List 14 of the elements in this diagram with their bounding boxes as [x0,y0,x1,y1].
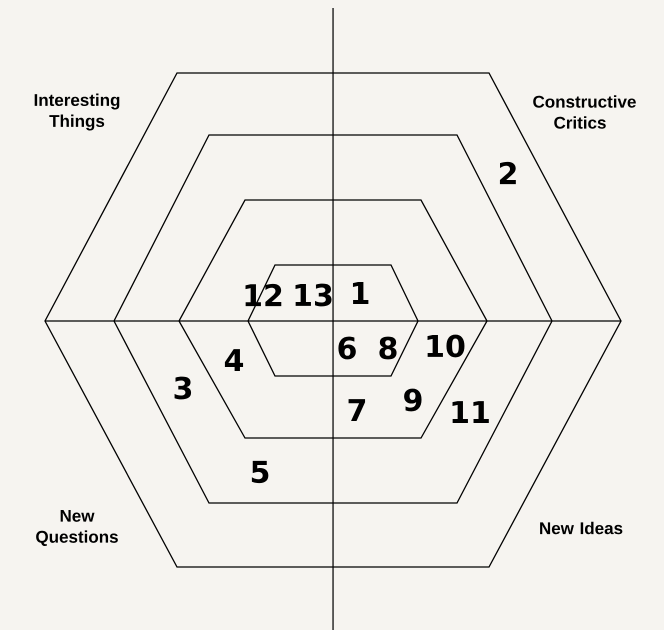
quadrant-label: New Questions [36,510,118,546]
item-number: 13 [296,284,332,306]
item-number: 3 [174,376,192,400]
item-number: 6 [338,336,356,360]
item-number: 11 [452,401,489,423]
item-number: 5 [252,460,268,484]
quadrant-label: New Ideas [540,522,622,534]
hexagon [113,134,553,504]
hexagon [247,264,419,377]
item-number: 8 [379,336,397,360]
quadrant-label: Constructive Critics [533,95,636,129]
item-number: 1 [352,282,368,304]
item-number: 2 [500,162,516,184]
quadrant-label: Interesting Things [34,94,120,130]
